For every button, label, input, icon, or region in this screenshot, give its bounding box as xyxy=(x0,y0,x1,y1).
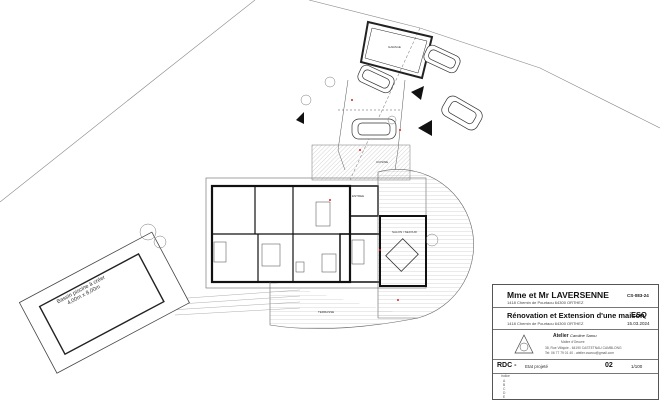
level-markers xyxy=(329,99,401,301)
drawing-scale: 1/100 xyxy=(631,364,643,369)
room-label-salon: SALON / SEJOUR xyxy=(392,230,417,234)
studio-contact: Tel: 06 77 79 01 40 - atelier.csarou@gma… xyxy=(545,351,614,355)
index-c: C xyxy=(503,387,506,391)
title-block-studio-row: Atelier Caroline Sarou Maître d'Oeuvre 3… xyxy=(493,329,658,360)
studio-name-main: Atelier xyxy=(553,333,569,339)
room-label-entree: ENTREE xyxy=(352,194,365,198)
studio-name-sub: Caroline Sarou xyxy=(569,333,597,338)
studio-logo-icon xyxy=(514,334,534,354)
studio-subtitle: Maître d'Oeuvre xyxy=(561,340,585,344)
index-b: B xyxy=(503,383,506,387)
project-address: 1418 Chemin de Pourtaou 64300 ORTHEZ xyxy=(507,321,584,326)
trees xyxy=(139,76,439,249)
level-name: RDC - xyxy=(497,362,517,369)
pool xyxy=(18,231,190,374)
index-d: D xyxy=(503,391,506,395)
index-a: A xyxy=(503,379,506,383)
phase-code: ESQ xyxy=(631,310,647,319)
site-boundary xyxy=(0,0,660,203)
extension xyxy=(269,169,474,329)
level-description: Etat projeté xyxy=(525,364,549,369)
room-label-terrasse: TERRASSE xyxy=(318,310,335,314)
client-name: Mme et Mr LAVERSENNE xyxy=(507,290,609,300)
shed-building xyxy=(359,20,434,80)
drawing-date: 15.03.2024 xyxy=(627,321,650,326)
studio-address: 38, Rue Villajoie - 64190 CASTETNAU CAMB… xyxy=(545,346,622,350)
room-label-garage: GARAGE xyxy=(388,45,401,49)
revision-indices: Indice A B C D E xyxy=(493,373,658,399)
room-label-cuisine: CUISINE xyxy=(376,160,389,164)
sheet-number: 02 xyxy=(605,362,613,369)
title-block-project-row: Rénovation et Extension d'une maison 141… xyxy=(493,307,658,330)
orientation-arrows xyxy=(296,86,432,136)
index-e: E xyxy=(503,395,506,399)
title-block-client-row: Mme et Mr LAVERSENNE 1418 Chemin de Pour… xyxy=(493,285,658,308)
title-block-sheet-row: RDC - Etat projeté 02 1/100 xyxy=(493,359,658,374)
studio-name: Atelier Caroline Sarou xyxy=(553,333,597,339)
title-block: Mme et Mr LAVERSENNE 1418 Chemin de Pour… xyxy=(492,284,659,400)
furniture xyxy=(213,201,365,273)
client-address: 1418 Chemin de Pourtaou 64300 ORTHEZ xyxy=(507,300,584,305)
indices-header: Indice xyxy=(501,374,510,378)
cars xyxy=(351,44,483,140)
project-title: Rénovation et Extension d'une maison xyxy=(507,311,645,320)
reference-code: CS-083-24 xyxy=(627,293,649,298)
